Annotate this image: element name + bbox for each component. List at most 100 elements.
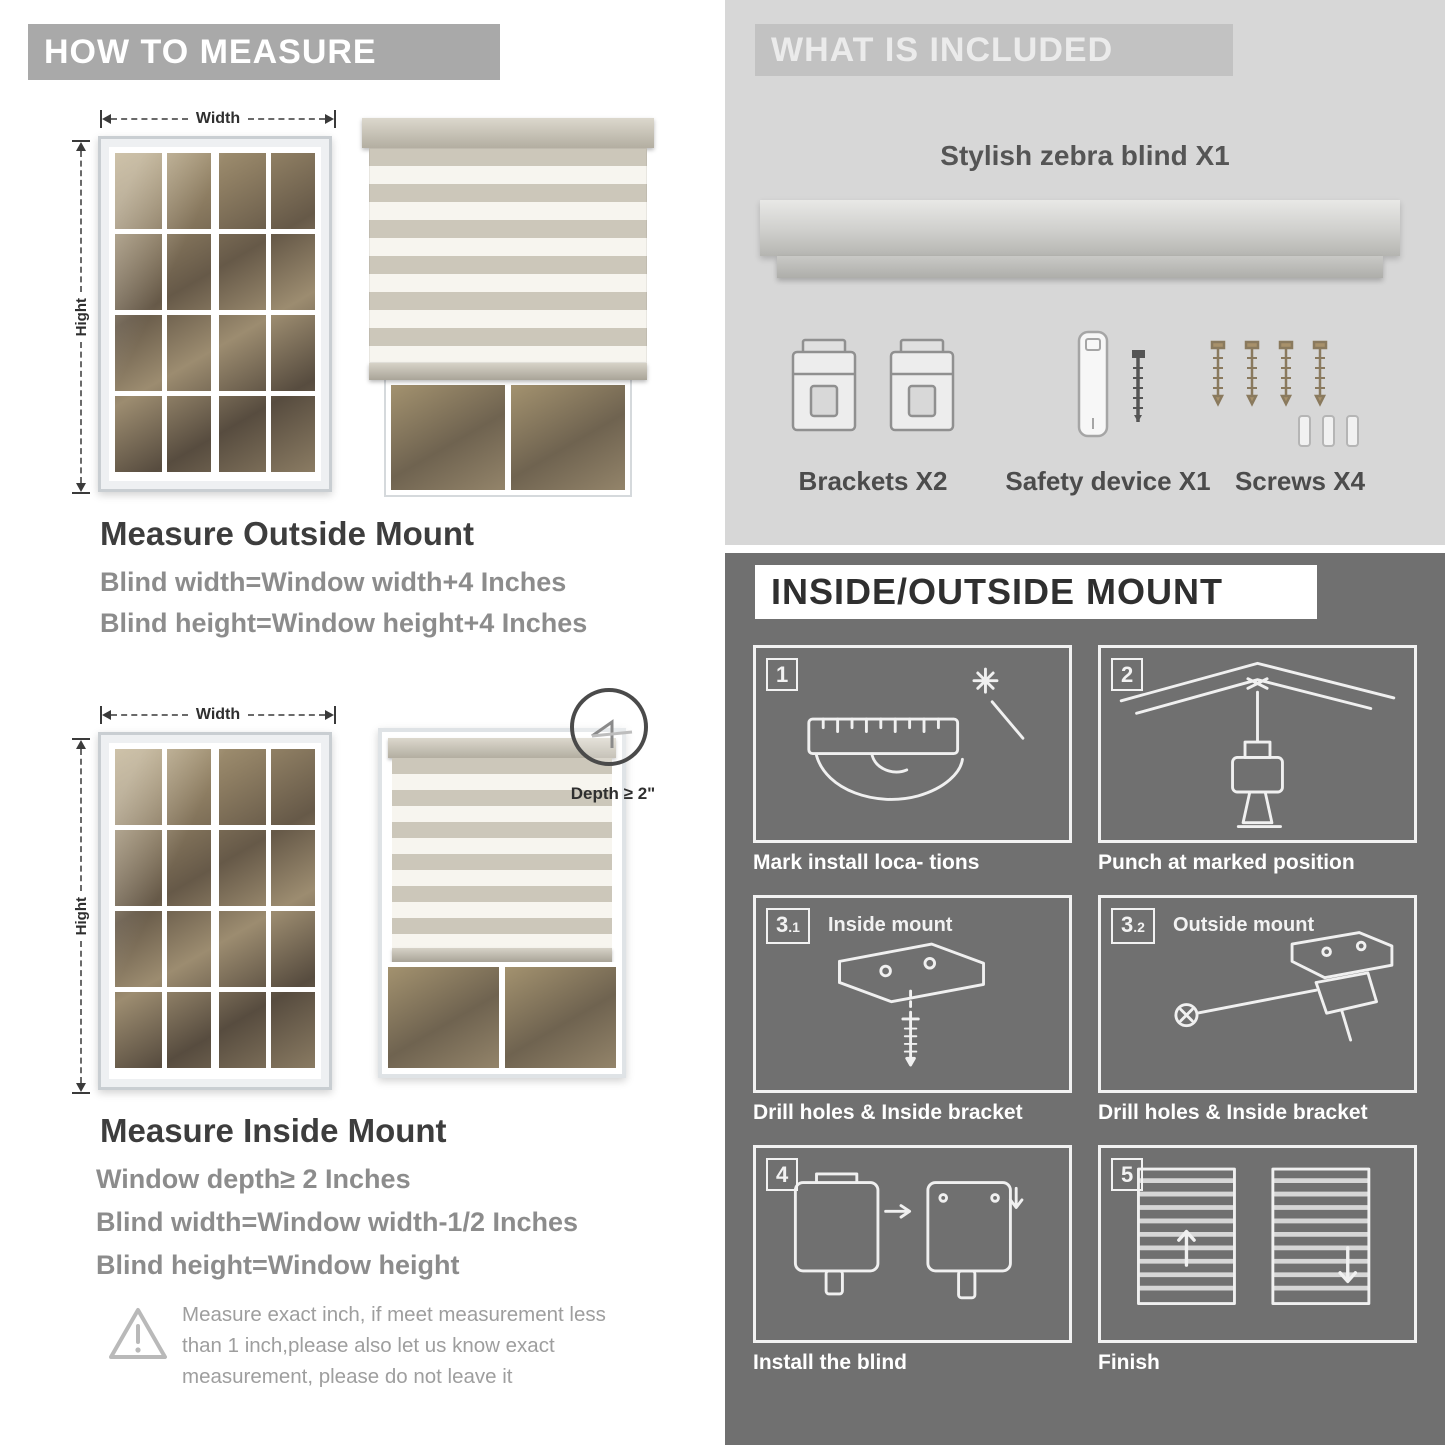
outside-mount-label: Outside mount bbox=[1173, 914, 1315, 936]
step-2: 2 Pu bbox=[1098, 645, 1417, 875]
dashed-line bbox=[80, 749, 82, 891]
how-to-measure-header: HOW TO MEASURE bbox=[28, 24, 500, 80]
mount-steps-grid: 1 Mark install loca- tions bbox=[753, 645, 1417, 1375]
blind-bottomrail bbox=[369, 363, 647, 380]
width-label: Width bbox=[195, 110, 241, 127]
blind-headrail bbox=[388, 738, 616, 758]
window-fragment bbox=[388, 962, 616, 1068]
mark-location-icon bbox=[807, 667, 1025, 801]
dashed-line bbox=[111, 714, 188, 716]
inside-mount-label: Inside mount bbox=[828, 914, 953, 936]
height-arrow-icon: Hight bbox=[72, 140, 90, 494]
mount-instructions-section: INSIDE/OUTSIDE MOUNT 1 bbox=[725, 553, 1445, 1445]
arrow-left-icon bbox=[102, 114, 111, 124]
zebra-blind-illustration-outside bbox=[362, 118, 654, 497]
step-3-2-panel: 3.2 Outside mount bbox=[1098, 895, 1417, 1093]
arrow-right-icon bbox=[325, 710, 334, 720]
blind-bottomrail bbox=[392, 948, 612, 962]
step-5-panel: 5 bbox=[1098, 1145, 1417, 1343]
what-is-included-header: WHAT IS INCLUDED bbox=[755, 24, 1233, 76]
step-4-panel: 4 bbox=[753, 1145, 1072, 1343]
width-arrow-icon: Width bbox=[100, 706, 336, 724]
brackets-label: Brackets X2 bbox=[798, 466, 948, 496]
window-pane bbox=[505, 967, 616, 1068]
window-pane bbox=[388, 967, 499, 1068]
warning-triangle-icon bbox=[109, 1308, 167, 1359]
step-number: 3 bbox=[1121, 912, 1134, 937]
step-3-1-panel: 3.1 Inside mount bbox=[753, 895, 1072, 1093]
window-fragment bbox=[384, 378, 632, 497]
blind-stripes bbox=[392, 758, 612, 948]
depth-callout-label: Depth ≥ 2" bbox=[570, 784, 656, 803]
step-3-2: 3.2 Outside mount bbox=[1098, 895, 1417, 1125]
arrow-up-icon bbox=[76, 142, 86, 151]
outside-height-formula: Blind height=Window height+4 Inches bbox=[100, 608, 588, 638]
step-number-sub: .2 bbox=[1133, 919, 1145, 935]
step-number: 3 bbox=[776, 912, 789, 937]
window-illustration-outside bbox=[98, 136, 332, 492]
height-label: Hight bbox=[72, 896, 90, 936]
dashed-line bbox=[111, 118, 188, 120]
step-number-badge: 1 bbox=[766, 658, 799, 691]
dashed-line bbox=[80, 151, 82, 292]
window-panes bbox=[109, 743, 321, 1079]
arrow-left-icon bbox=[102, 710, 111, 720]
step-2-panel: 2 bbox=[1098, 645, 1417, 843]
blind-headrail bbox=[362, 118, 654, 148]
arrow-down-icon bbox=[76, 483, 86, 493]
step-4: 4 In bbox=[753, 1145, 1072, 1375]
step-caption: Finish bbox=[1098, 1351, 1160, 1374]
step-caption: Drill holes & Inside bracket bbox=[753, 1101, 1023, 1124]
step-caption: Punch at marked position bbox=[1098, 851, 1355, 874]
arrow-up-icon bbox=[76, 740, 86, 749]
bracket-drill-icon bbox=[1174, 931, 1394, 1042]
inside-height-formula: Blind height=Window height bbox=[96, 1250, 460, 1280]
step-number-sub: .1 bbox=[788, 919, 800, 935]
inside-width-formula: Blind width=Window width-1/2 Inches bbox=[96, 1207, 579, 1237]
width-arrow-icon: Width bbox=[100, 110, 336, 128]
inside-mount-title: Measure Inside Mount bbox=[100, 1112, 447, 1149]
step-number: 1 bbox=[776, 662, 789, 687]
dashed-line bbox=[248, 118, 325, 120]
section-divider bbox=[725, 545, 1445, 553]
depth-callout-circle-icon bbox=[570, 688, 648, 766]
drill-icon bbox=[1119, 661, 1396, 828]
outside-mount-title: Measure Outside Mount bbox=[100, 515, 475, 552]
step-number-badge: 3.1 bbox=[766, 908, 810, 944]
step-1: 1 Mark install loca- tions bbox=[753, 645, 1072, 875]
step-number-badge: 2 bbox=[1111, 658, 1144, 691]
step-1-panel: 1 bbox=[753, 645, 1072, 843]
dashed-line bbox=[248, 714, 325, 716]
step-caption: Mark install loca- tions bbox=[753, 851, 980, 874]
width-label: Width bbox=[195, 706, 241, 723]
step-number-badge: 5 bbox=[1111, 1158, 1144, 1191]
bracket-icon bbox=[791, 338, 955, 432]
measure-warning-text: Measure exact inch, if meet measurement … bbox=[182, 1303, 606, 1388]
inside-outside-mount-header: INSIDE/OUTSIDE MOUNT bbox=[755, 565, 1317, 619]
what-is-included-section: WHAT IS INCLUDED Stylish zebra blind X1 bbox=[725, 0, 1445, 545]
step-number-badge: 3.2 bbox=[1111, 908, 1155, 944]
window-pane bbox=[511, 385, 625, 490]
height-arrow-icon: Hight bbox=[72, 738, 90, 1094]
window-illustration-inside bbox=[98, 732, 332, 1090]
window-pane bbox=[391, 385, 505, 490]
blind-stripes bbox=[369, 148, 647, 363]
zebra-blind-item-label: Stylish zebra blind X1 bbox=[940, 140, 1230, 171]
corner-detail-icon bbox=[591, 719, 633, 748]
safety-device-icon bbox=[1077, 330, 1145, 438]
dashed-line bbox=[80, 342, 82, 484]
window-panes bbox=[109, 147, 321, 481]
height-label: Hight bbox=[72, 297, 90, 337]
bottomrail-image bbox=[777, 256, 1383, 278]
outside-width-formula: Blind width=Window width+4 Inches bbox=[100, 567, 567, 597]
safety-device-label: Safety device X1 bbox=[1005, 466, 1211, 496]
step-number: 5 bbox=[1121, 1162, 1134, 1187]
arrow-right-icon bbox=[325, 114, 334, 124]
step-number: 4 bbox=[776, 1162, 789, 1187]
step-5: 5 Finish bbox=[1098, 1145, 1417, 1375]
step-caption: Install the blind bbox=[753, 1351, 908, 1374]
step-caption: Drill holes & Inside bracket bbox=[1098, 1101, 1368, 1124]
step-number-badge: 4 bbox=[766, 1158, 799, 1191]
screws-label: Screws X4 bbox=[1234, 466, 1366, 496]
